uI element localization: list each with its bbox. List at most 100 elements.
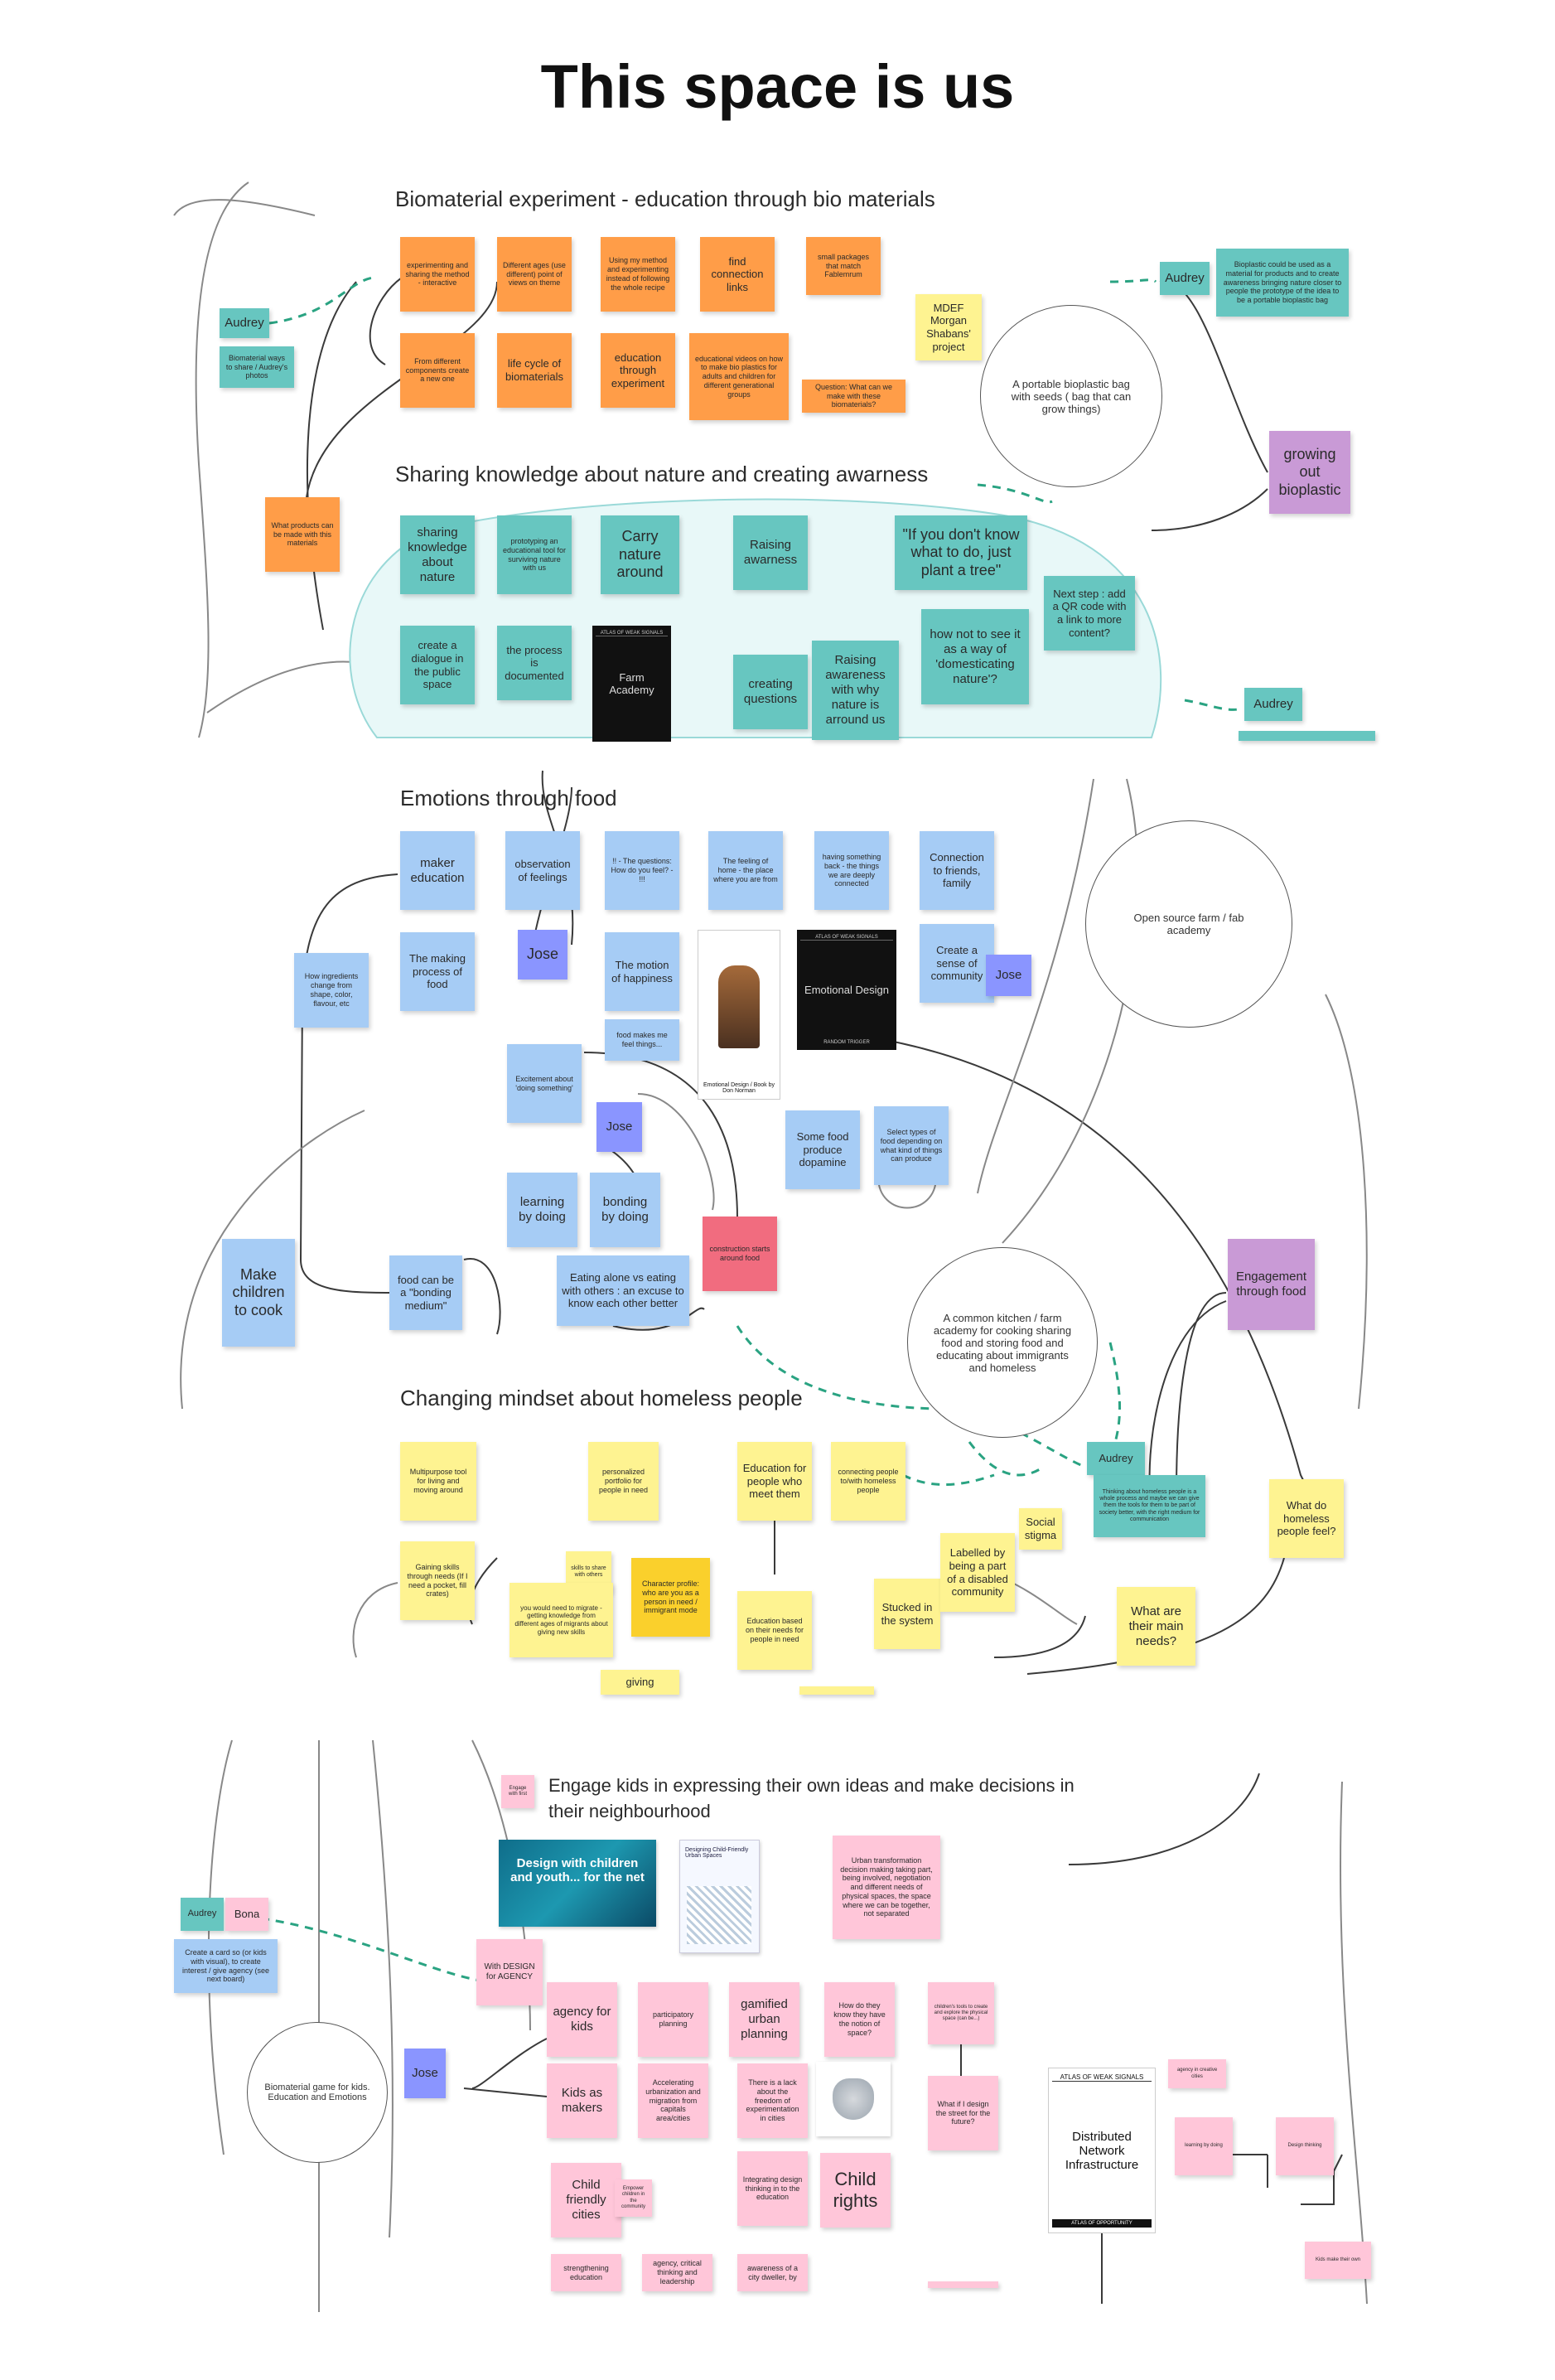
sticky-note[interactable]: From different components create a new o… [400,333,475,408]
sticky-note[interactable]: small packages that match Fablemrum [806,237,881,295]
sticky-note[interactable]: having something back - the things we ar… [814,831,889,910]
idea-circle[interactable]: Open source farm / fab academy [1085,820,1292,1028]
book-cover-atlas[interactable]: ATLAS OF WEAK SIGNALS Emotional Design R… [797,930,896,1050]
sticky-note[interactable]: Child friendly cities [551,2163,621,2237]
sticky-note[interactable]: gamified urban planning [729,1982,799,2057]
author-tag[interactable]: Jose [596,1102,642,1152]
sticky-note[interactable]: Create a sense of community [920,924,994,1003]
sticky-note[interactable]: Make children to cook [222,1239,295,1347]
author-tag[interactable]: Audrey [1160,262,1210,295]
designing-child-friendly-book[interactable]: Designing Child-Friendly Urban Spaces [679,1840,760,1953]
sticky-note[interactable]: Carry nature around [601,515,679,594]
sticky-note[interactable]: Child rights [820,2153,891,2228]
sticky-note[interactable]: learning by doing [507,1173,577,1247]
author-tag[interactable]: Jose [518,930,567,980]
sticky-note[interactable]: construction starts around food [703,1217,777,1291]
sticky-note[interactable]: There is a lack about the freedom of exp… [737,2063,808,2138]
sticky-note[interactable]: agency in creative cities [1168,2059,1226,2088]
sticky-note-partial[interactable] [799,1686,874,1695]
sticky-note[interactable]: the process is documented [497,626,572,700]
author-tag[interactable]: Jose [404,2049,446,2098]
sticky-note[interactable]: observation of feelings [505,831,580,910]
sticky-note[interactable]: MDEF Morgan Shabans' project [915,294,982,360]
sticky-note[interactable]: Create a card so (or kids with visual), … [174,1939,278,1993]
sticky-note[interactable]: Education for people who meet them [737,1442,812,1521]
author-tag[interactable]: Jose [986,955,1031,996]
sticky-note[interactable]: Question: What can we make with these bi… [802,380,905,413]
sticky-note-partial[interactable] [928,2281,998,2288]
sticky-note[interactable]: What if I design the street for the futu… [928,2076,998,2150]
sticky-note[interactable]: The making process of food [400,932,475,1011]
sticky-note[interactable]: How ingredients change from shape, color… [294,953,369,1028]
sticky-note[interactable]: With DESIGN for AGENCY [476,1939,543,2005]
sticky-note[interactable]: Raising awarness [733,515,808,590]
book-cover-farm-academy[interactable]: ATLAS OF WEAK SIGNALS Farm Academy [592,626,671,742]
sticky-note[interactable]: personalized portfolio for people in nee… [588,1442,659,1521]
sticky-note[interactable]: "If you don't know what to do, just plan… [895,515,1027,590]
sticky-note[interactable]: agency, critical thinking and leadership [642,2254,712,2291]
sticky-note[interactable]: What do homeless people feel? [1269,1479,1344,1558]
sticky-note[interactable]: Connection to friends, family [920,831,994,910]
sticky-note[interactable]: agency for kids [547,1982,617,2057]
sticky-note[interactable]: Eating alone vs eating with others : an … [557,1255,689,1326]
sticky-note[interactable]: Stucked in the system [874,1579,940,1649]
sticky-note[interactable]: The motion of happiness [605,932,679,1011]
sticky-note[interactable]: Thinking about homeless people is a whol… [1094,1475,1205,1537]
sticky-note-partial[interactable] [1239,731,1375,741]
sticky-note[interactable]: Character profile: who are you as a pers… [631,1558,710,1637]
sticky-note[interactable]: maker education [400,831,475,910]
author-tag[interactable]: Bona [225,1898,268,1931]
sticky-note[interactable]: connecting people to/with homeless peopl… [831,1442,905,1521]
book-cover-distributed-network[interactable]: ATLAS OF WEAK SIGNALS Distributed Networ… [1048,2068,1156,2233]
sticky-note[interactable]: Different ages (use different) point of … [497,237,572,312]
sticky-note[interactable]: bonding by doing [590,1173,660,1247]
sticky-note[interactable]: Kids as makers [547,2063,617,2138]
sticky-note[interactable]: Design thinking [1276,2117,1334,2175]
sticky-note[interactable]: create a dialogue in the public space [400,626,475,704]
sticky-note[interactable]: Gaining skills through needs (If I need … [400,1541,475,1620]
sticky-note[interactable]: Accelerating urbanization and migration … [638,2063,708,2138]
sticky-note[interactable]: children's tools to create and explore t… [928,1982,994,2044]
sticky-note[interactable]: learning by doing [1175,2117,1233,2175]
author-tag[interactable]: Audrey [181,1898,224,1931]
author-tag[interactable]: Audrey [220,308,269,338]
sticky-note[interactable]: awareness of a city dweller, by [737,2254,808,2291]
sticky-note[interactable]: Excitement about 'doing something' [507,1044,582,1123]
sticky-note[interactable]: Bioplastic could be used as a material f… [1216,249,1349,317]
sticky-note[interactable]: Urban transformation decision making tak… [833,1836,940,1939]
design-with-children-image[interactable]: Design with children and youth... for th… [499,1840,656,1927]
sticky-note[interactable]: creating questions [733,655,808,729]
sticky-note[interactable]: !! - The questions: How do you feel? - !… [605,831,679,910]
sticky-note[interactable]: Raising awareness with why nature is arr… [812,641,899,740]
sticky-note[interactable]: how not to see it as a way of 'domestica… [921,609,1029,704]
sticky-note[interactable]: Empower children in the community [615,2179,652,2217]
idea-circle[interactable]: Biomaterial game for kids. Education and… [247,2022,388,2163]
sticky-note[interactable]: education through experiment [601,333,675,408]
sticky-note[interactable]: life cycle of biomaterials [497,333,572,408]
sticky-note[interactable]: find connection links [700,237,775,312]
idea-circle[interactable]: A portable bioplastic bag with seeds ( b… [980,305,1162,487]
sticky-note[interactable]: Engagement through food [1228,1239,1315,1330]
author-tag[interactable]: Audrey [1087,1442,1145,1475]
sticky-note[interactable]: Social stigma [1019,1508,1062,1550]
sticky-note[interactable]: experimenting and sharing the method - i… [400,237,475,312]
sticky-note[interactable]: Some food produce dopamine [785,1110,860,1189]
sticky-note[interactable]: educational videos on how to make bio pl… [689,333,789,420]
sticky-note[interactable]: sharing knowledge about nature [400,515,475,594]
sticky-note[interactable]: Labelled by being a part of a disabled c… [940,1533,1015,1612]
sticky-note[interactable]: strengthening education [551,2254,621,2291]
sticky-note[interactable]: Education based on their needs for peopl… [737,1591,812,1670]
sticky-note[interactable]: you would need to migrate - getting know… [509,1583,613,1657]
sticky-note[interactable]: Engage with first [501,1775,534,1808]
sticky-note[interactable]: How do they know they have the notion of… [824,1982,895,2057]
sticky-note[interactable]: food can be a "bonding medium" [389,1255,462,1330]
sticky-note[interactable]: Kids make their own [1305,2242,1371,2279]
sticky-note[interactable]: Integrating design thinking in to the ed… [737,2151,808,2226]
sticky-note[interactable]: Select types of food depending on what k… [874,1106,949,1185]
sticky-note[interactable]: food makes me feel things... [605,1019,679,1061]
author-tag[interactable]: Audrey [1244,688,1302,721]
sticky-note[interactable]: What are their main needs? [1117,1587,1195,1666]
sticky-note[interactable]: Multipurpose tool for living and moving … [400,1442,476,1521]
sticky-note[interactable]: Using my method and experimenting instea… [601,237,675,312]
sticky-note[interactable]: Biomaterial ways to share / Audrey's pho… [220,346,294,388]
